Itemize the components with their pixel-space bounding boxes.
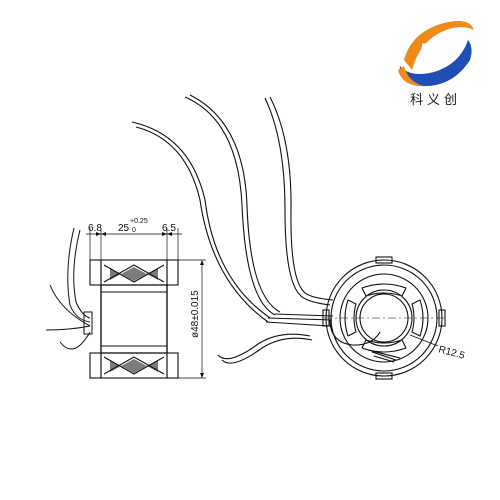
logo-orange-swoosh (404, 21, 474, 70)
radius-leader (409, 334, 439, 347)
dim-tolerance-upper: +0.25 (130, 218, 148, 225)
side-wire-2 (73, 229, 91, 319)
coil-top-fill (110, 267, 158, 281)
logo-monogram: KJ (418, 38, 458, 71)
radius-label: R12.5 (437, 344, 466, 362)
logo-mark-icon: KJ (398, 21, 474, 87)
tab-bottom (375, 372, 393, 380)
pole-bottom (361, 339, 407, 353)
end-cap-left-bottom (89, 352, 102, 379)
stator-end-view (322, 256, 446, 380)
logo-blue-swoosh (399, 40, 472, 87)
coil-bottom-fill (110, 359, 158, 373)
side-wire-4 (45, 325, 91, 331)
slot-right (411, 299, 424, 337)
wire-6 (269, 96, 334, 301)
dim-left-end: 6.8 (88, 223, 102, 234)
wire-5 (264, 97, 331, 306)
dim-tolerance-lower: 0 (132, 227, 136, 234)
end-cap-right-top (166, 259, 179, 286)
company-name: 科义创 (410, 93, 461, 108)
stator-side-view (89, 259, 179, 379)
dim-center-length: 25 (118, 223, 130, 234)
arrow-2 (101, 232, 106, 236)
dimension-arrows (96, 232, 204, 378)
logo-orange-lower (398, 66, 424, 86)
wire-8 (221, 337, 313, 364)
dimension-lines (86, 228, 206, 379)
wire-1 (131, 121, 271, 319)
side-wire-3 (49, 284, 91, 327)
arrow-4 (167, 232, 172, 236)
coil-fill (110, 267, 158, 373)
side-view-wires (45, 227, 93, 350)
wire-3 (184, 96, 276, 316)
side-wire-5 (59, 331, 91, 350)
lead-wires (131, 94, 381, 364)
arrow-6 (200, 373, 204, 378)
end-cap-right-bottom (166, 352, 179, 379)
slot-left (344, 299, 357, 337)
side-wire-1 (67, 227, 91, 323)
arrow-3 (162, 232, 167, 236)
stack-core (100, 284, 168, 354)
wire-7 (217, 333, 311, 360)
end-cap-left-top (89, 259, 102, 286)
wire-4 (189, 94, 281, 313)
dim-diameter: ø48±0.015 (190, 290, 201, 338)
winding-hatch (367, 349, 401, 363)
company-logo: KJ 科义创 (398, 21, 474, 108)
wire-clamp (83, 311, 93, 335)
pole-top (361, 283, 407, 297)
wire-2 (135, 126, 269, 323)
dim-right-end: 6.5 (162, 223, 176, 234)
tab-top (375, 256, 393, 264)
arrow-5 (200, 260, 204, 265)
wire-loop (329, 319, 381, 346)
arrow-1 (96, 232, 101, 236)
